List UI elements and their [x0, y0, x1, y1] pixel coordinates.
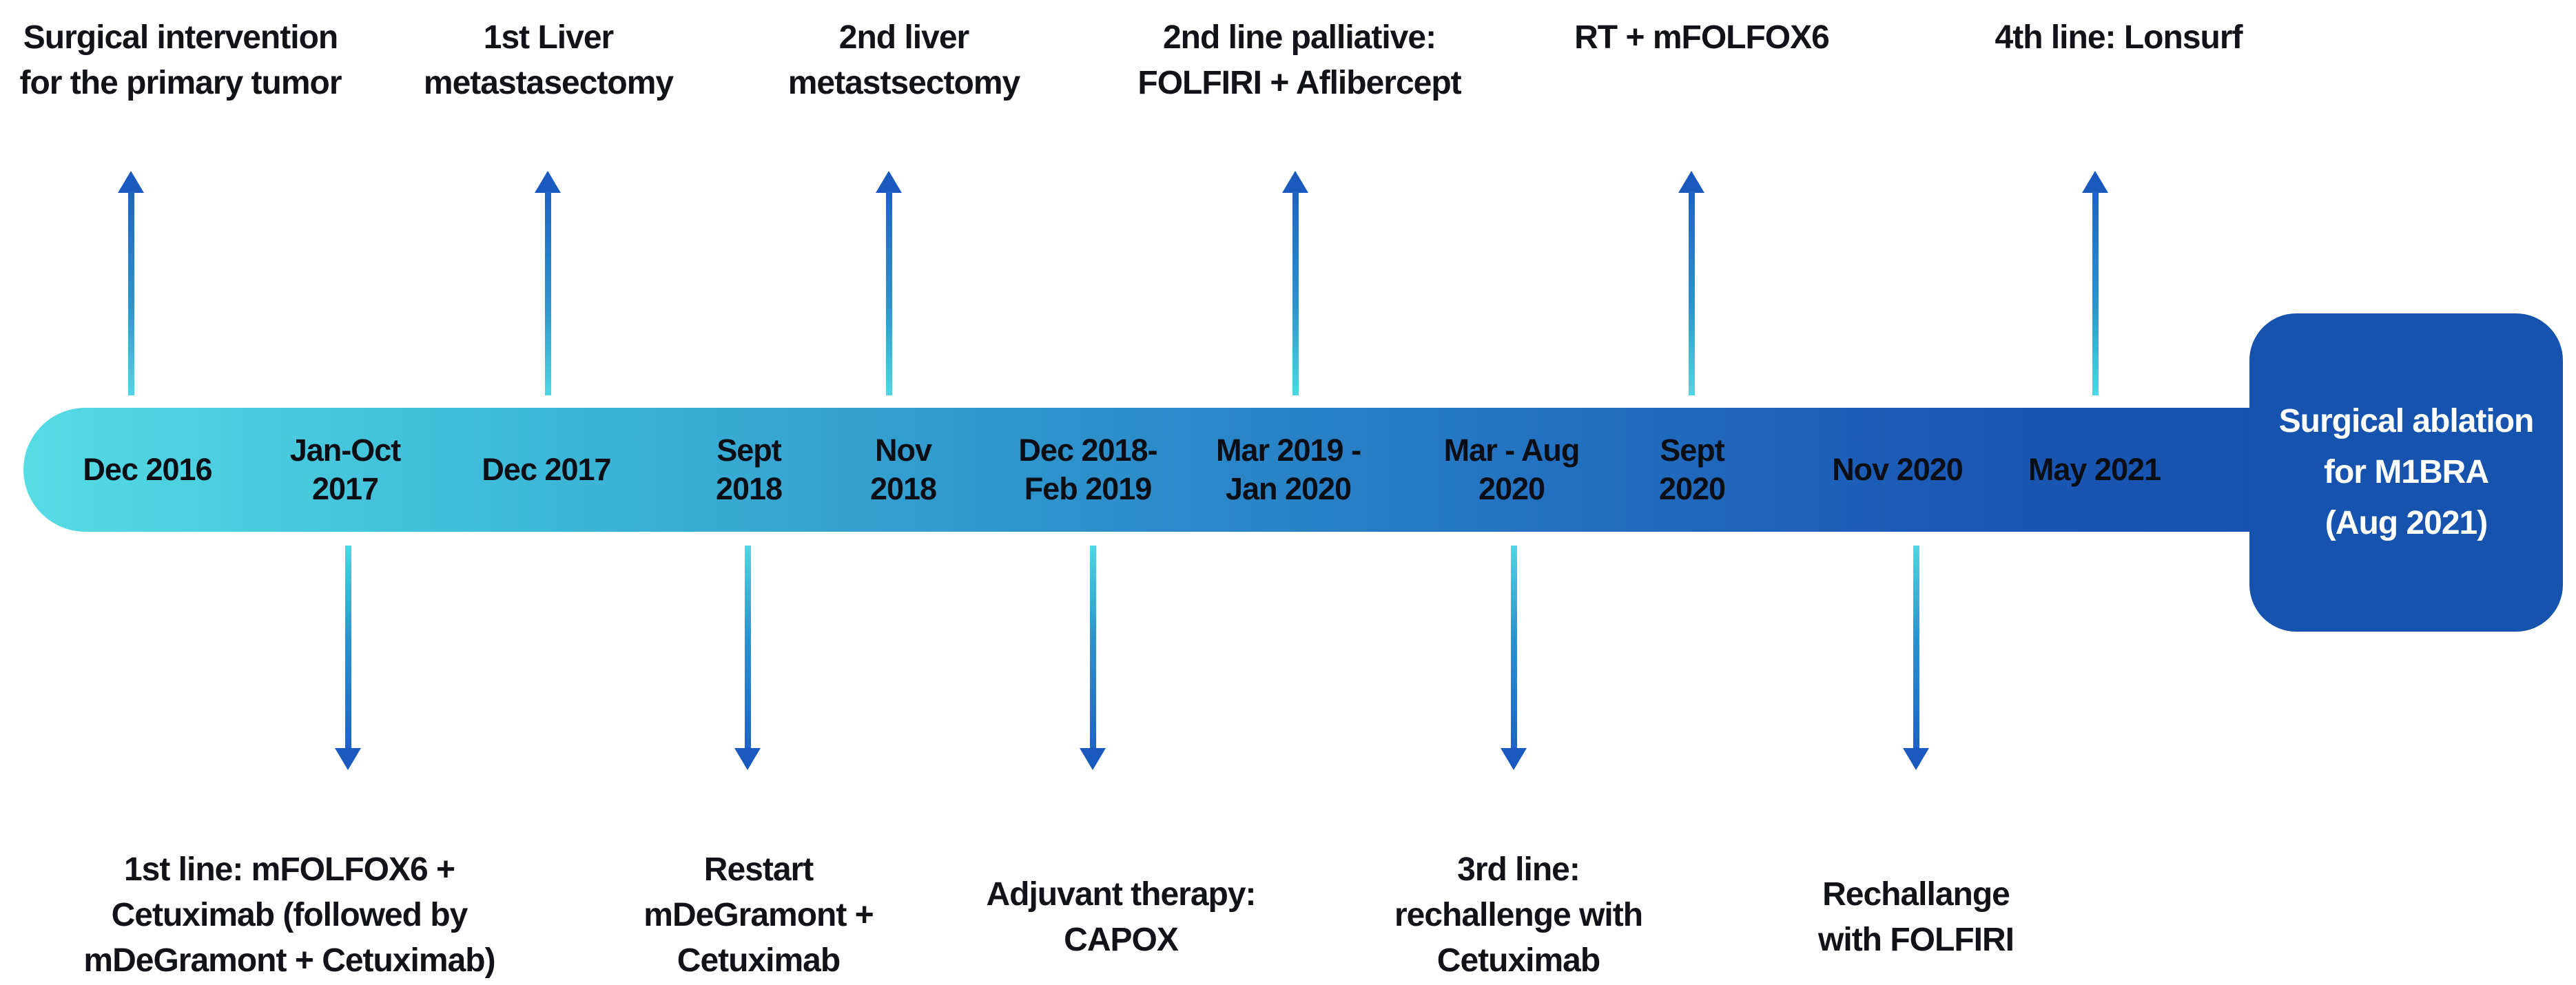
event-label-adjuvant-capox: Adjuvant therapy: CAPOX [986, 876, 1256, 958]
event-label-surgical-intervention: Surgical intervention for the primary tu… [19, 19, 342, 101]
arrowhead-up-icon [535, 171, 561, 193]
date-label-mar-aug-2020: Mar - Aug 2020 [1443, 433, 1580, 506]
date-label-sept-2020: Sept 2020 [1658, 433, 1726, 506]
event-label-rt-mfolfox6: RT + mFOLFOX6 [1574, 19, 1830, 56]
timeline-bar [23, 408, 2304, 532]
arrowhead-down-icon [335, 748, 361, 770]
event-label-2nd-line-palliative: 2nd line palliative: FOLFIRI + Afliberce… [1137, 19, 1461, 101]
date-label-nov-2018: Nov 2018 [869, 433, 937, 506]
down-arrow-jan-oct-2017 [335, 546, 361, 770]
arrow-shaft [544, 191, 551, 395]
date-label-dec-2016: Dec 2016 [83, 452, 212, 487]
arrow-shaft [1510, 546, 1517, 749]
event-label-4th-line-lonsurf: 4th line: Lonsurf [1995, 19, 2243, 56]
down-arrow-mar-aug-2020 [1501, 546, 1527, 770]
up-arrow-dec-2017 [535, 171, 561, 395]
arrow-shaft [1913, 546, 1919, 749]
date-label-sept-2018: Sept 2018 [715, 433, 783, 506]
end-box-label: Surgical ablation for M1BRA (Aug 2021) [2278, 403, 2535, 541]
arrow-shaft [127, 191, 134, 395]
arrowhead-down-icon [1080, 748, 1106, 770]
event-label-1st-liver-metastasectomy: 1st Liver metastasectomy [423, 19, 674, 101]
date-label-jan-oct-2017: Jan-Oct 2017 [289, 433, 402, 506]
arrow-shaft [1292, 191, 1299, 395]
event-label-2nd-liver-metastsectomy: 2nd liver metastsectomy [787, 19, 1020, 101]
arrow-shaft [1688, 191, 1695, 395]
arrowhead-up-icon [876, 171, 902, 193]
event-label-restart-mdegramont: Restart mDeGramont + Cetuximab [643, 851, 874, 979]
arrowhead-up-icon [118, 171, 144, 193]
date-label-may-2021: May 2021 [2028, 452, 2161, 487]
date-label-dec-2018-feb-2019: Dec 2018- Feb 2019 [1018, 433, 1157, 506]
arrow-shaft [344, 546, 351, 749]
up-arrow-sept-2020 [1678, 171, 1704, 395]
arrowhead-up-icon [2082, 171, 2108, 193]
up-arrow-dec-2016 [118, 171, 144, 395]
arrow-shaft [1089, 546, 1096, 749]
arrowhead-up-icon [1678, 171, 1704, 193]
up-arrow-mar-2019 [1282, 171, 1308, 395]
up-arrow-nov-2018 [876, 171, 902, 395]
arrowhead-up-icon [1282, 171, 1308, 193]
up-arrow-may-2021 [2082, 171, 2108, 395]
date-label-nov-2020: Nov 2020 [1832, 452, 1964, 487]
arrowhead-down-icon [1903, 748, 1929, 770]
event-label-1st-line: 1st line: mFOLFOX6 + Cetuximab (followed… [83, 851, 495, 979]
date-label-mar-2019-jan-2020: Mar 2019 - Jan 2020 [1215, 433, 1361, 506]
down-arrow-dec-2018 [1080, 546, 1106, 770]
down-arrow-sept-2018 [734, 546, 761, 770]
arrow-shaft [2092, 191, 2099, 395]
end-box-surgical-ablation: Surgical ablation for M1BRA (Aug 2021) [2249, 313, 2563, 632]
arrow-shaft [885, 191, 892, 395]
event-label-rechallange-folfiri: Rechallange with FOLFIRI [1818, 876, 2015, 958]
arrow-shaft [744, 546, 751, 749]
arrowhead-down-icon [1501, 748, 1527, 770]
down-arrow-nov-2020 [1903, 546, 1929, 770]
date-label-dec-2017: Dec 2017 [482, 452, 611, 487]
event-label-3rd-line-rechallenge: 3rd line: rechallenge with Cetuximab [1394, 851, 1643, 979]
arrowhead-down-icon [734, 748, 761, 770]
